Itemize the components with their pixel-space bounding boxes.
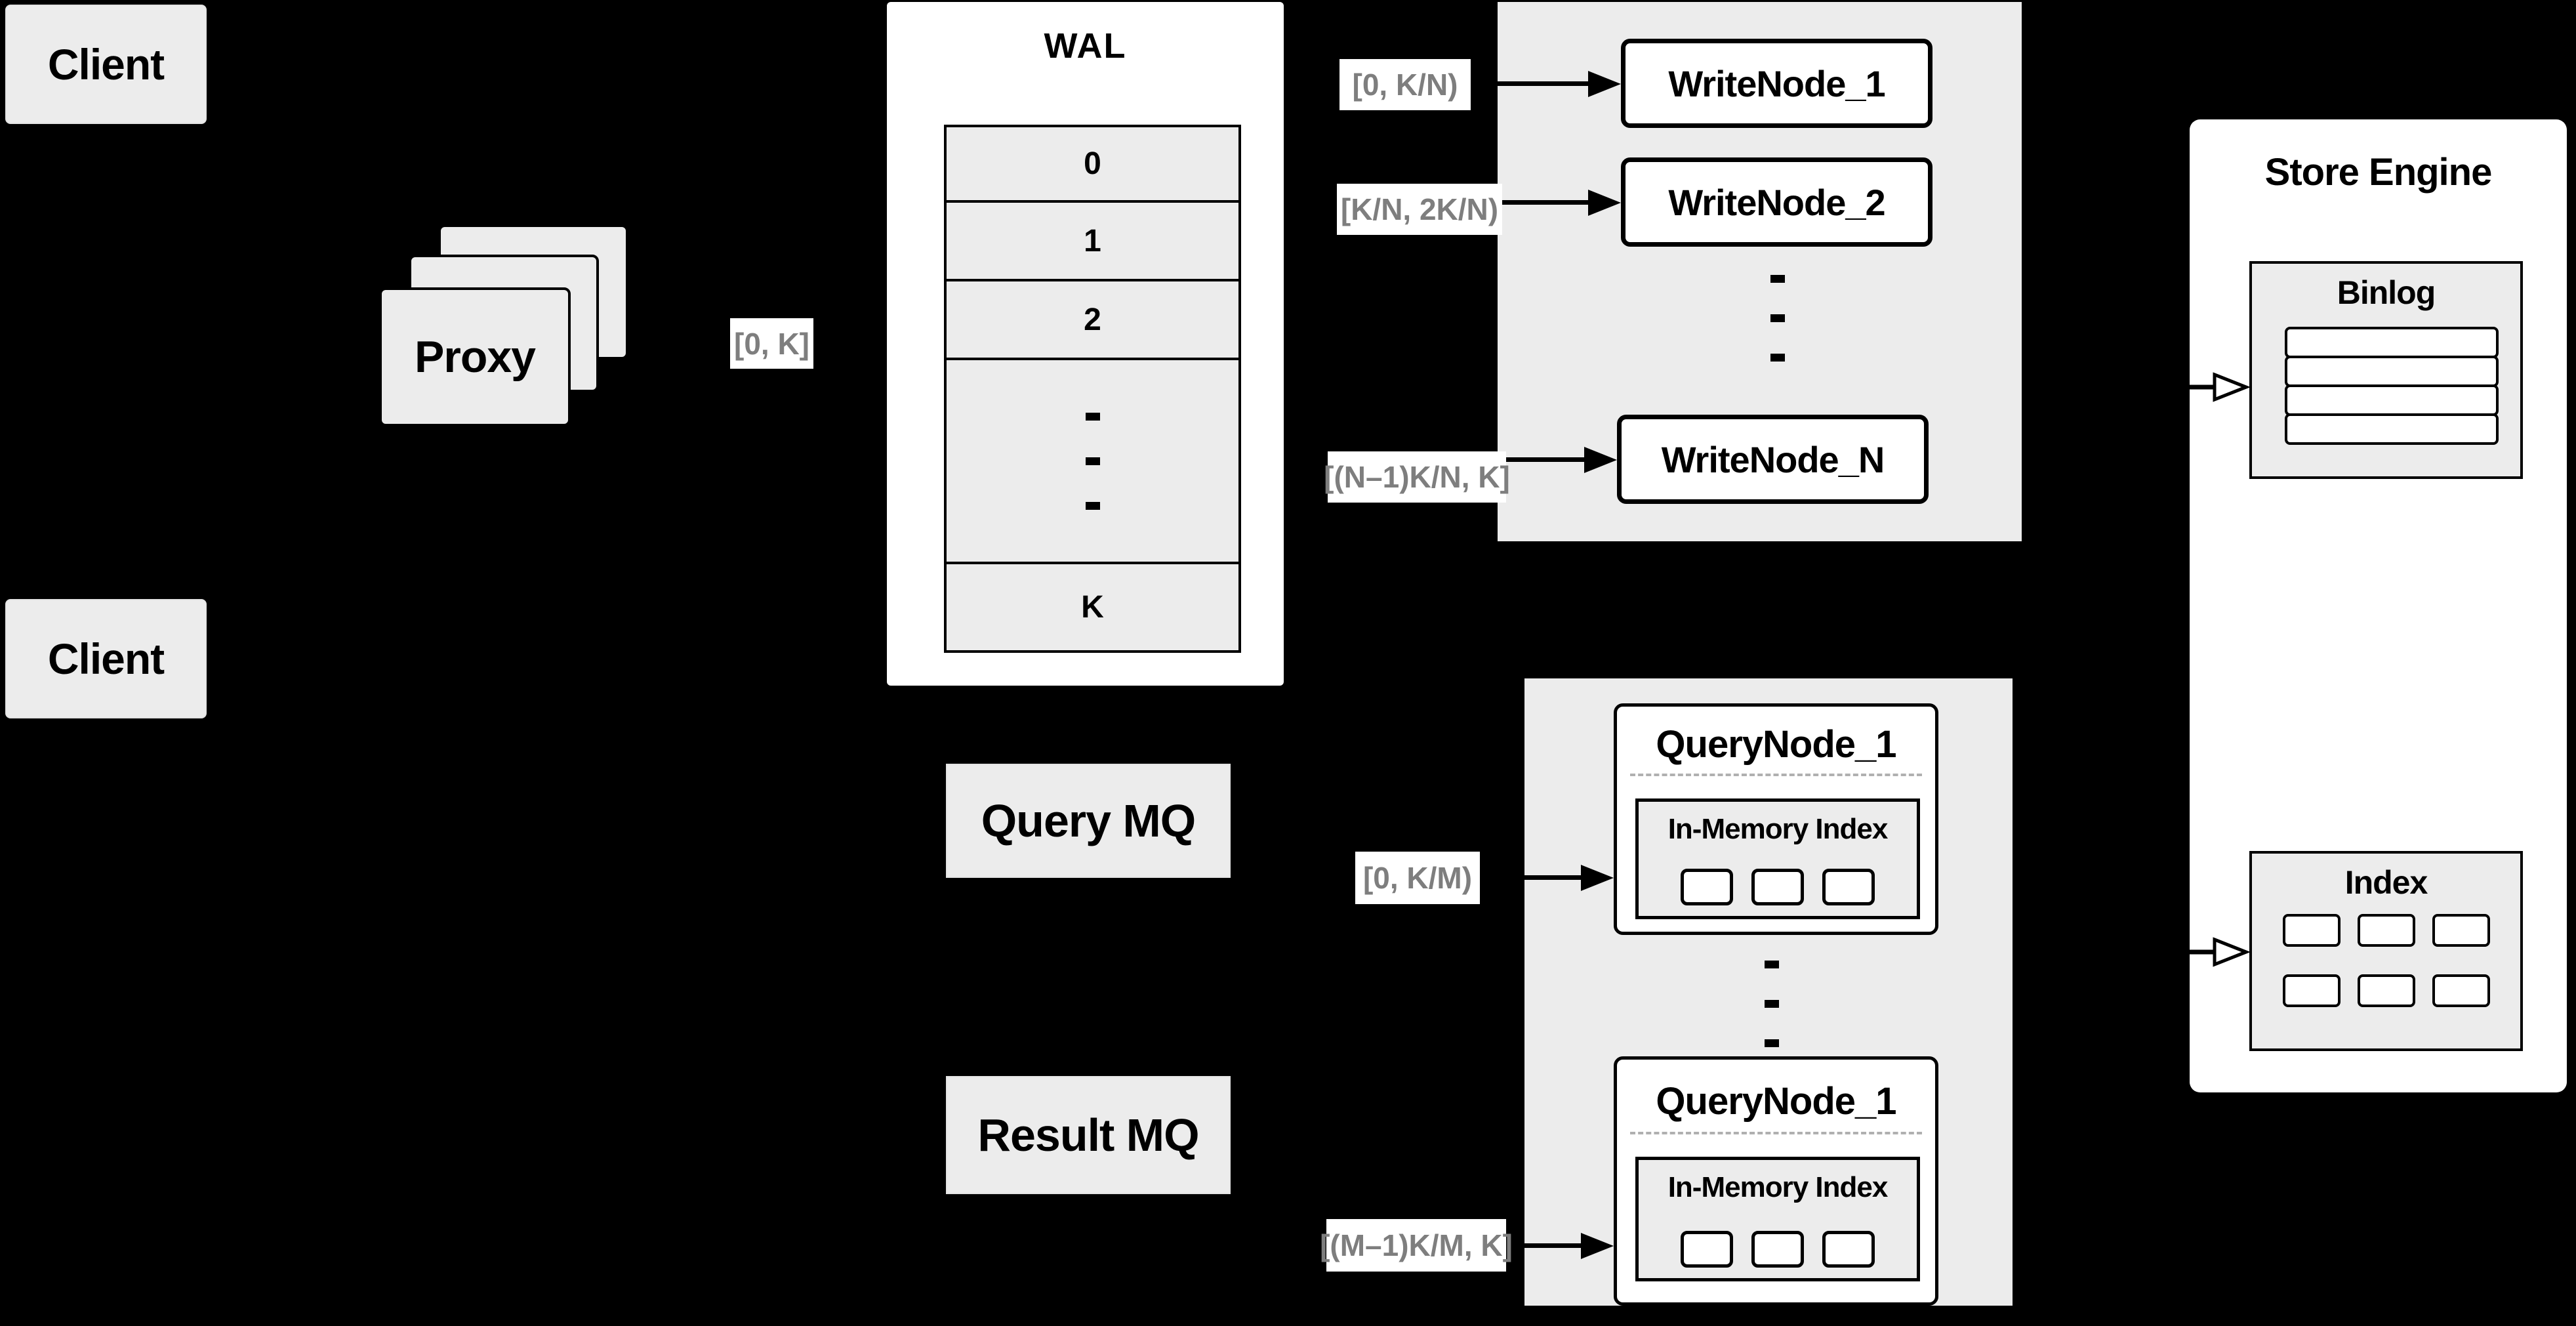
binlog-rows [2285, 327, 2499, 445]
index-cell [2357, 974, 2415, 1007]
dashed-divider [1630, 774, 1922, 776]
binlog-row [2285, 384, 2499, 416]
ellipsis-dot [1770, 275, 1785, 283]
in-memory-index-label: In-Memory Index [1667, 1171, 1889, 1203]
query-mq-label: Query MQ [981, 795, 1196, 846]
arrow-into-index [2188, 937, 2251, 967]
ellipsis-dot [1085, 412, 1100, 421]
ellipsis-dot [1770, 314, 1785, 322]
range-label-querynode-1: [0, K/M) [1355, 852, 1480, 904]
wal-segment-row: 1 [947, 203, 1238, 281]
dashed-divider [1630, 1132, 1922, 1134]
wal-segment-row: 0 [947, 127, 1238, 203]
range-label-writenode-2-text: [K/N, 2K/N) [1340, 192, 1499, 226]
ellipsis-dot [1085, 501, 1100, 510]
range-label-writenode-2: [K/N, 2K/N) [1337, 184, 1502, 235]
client-box-top: Client [5, 5, 207, 124]
query-node-m-title: QueryNode_1 [1656, 1079, 1896, 1123]
ellipsis-dot [1770, 354, 1785, 362]
in-memory-index-label: In-Memory Index [1667, 813, 1889, 845]
write-node-n-box: WriteNode_N [1617, 415, 1929, 504]
in-memory-index-box: In-Memory Index [1635, 798, 1920, 919]
ellipsis-dot [1765, 1039, 1779, 1047]
range-label-writenode-1-text: [0, K/N) [1352, 68, 1458, 102]
wal-title: WAL [1044, 26, 1127, 66]
segment-square [1822, 869, 1875, 905]
query-node-1-box: QueryNode_1 In-Memory Index [1614, 703, 1938, 935]
index-cells [2252, 914, 2520, 1007]
write-node-2-box: WriteNode_2 [1621, 157, 1932, 247]
binlog-row [2285, 327, 2499, 358]
wal-box: WAL 0 1 2 K [887, 2, 1284, 686]
index-box: Index [2249, 851, 2523, 1051]
arrow-querymq-to-querynode-1 [1480, 875, 1581, 880]
arrow-wal-to-writenode-2 [1502, 200, 1588, 205]
query-mq-box: Query MQ [946, 764, 1231, 878]
binlog-box: Binlog [2249, 261, 2523, 479]
in-memory-index-box: In-Memory Index [1635, 1157, 1920, 1281]
proxy-box: Proxy [379, 287, 571, 426]
range-label-querynode-m: [(M–1)K/M, K] [1320, 1219, 1513, 1272]
query-node-1-title: QueryNode_1 [1656, 722, 1896, 766]
result-mq-label: Result MQ [977, 1109, 1199, 1161]
range-label-querynode-m-text: [(M–1)K/M, K] [1320, 1228, 1513, 1262]
store-engine-title: Store Engine [2264, 150, 2493, 194]
range-label-proxy-to-wal-text: [0, K] [734, 326, 809, 361]
query-node-m-box: QueryNode_1 In-Memory Index [1614, 1056, 1938, 1306]
range-label-proxy-to-wal: [0, K] [730, 318, 813, 369]
arrow-wal-to-writenode-1 [1471, 81, 1588, 86]
wal-segment-row: 2 [947, 281, 1238, 360]
segment-square [1751, 869, 1804, 905]
result-mq-box: Result MQ [946, 1076, 1231, 1194]
arrow-into-binlog [2188, 372, 2251, 402]
arrow-wal-to-writenode-n [1506, 457, 1584, 462]
wal-segment-row: K [947, 564, 1238, 650]
binlog-title: Binlog [2337, 274, 2436, 311]
ellipsis-dot [1765, 961, 1779, 968]
store-engine-box: Store Engine Binlog Index [2190, 119, 2567, 1092]
segment-square [1681, 1231, 1733, 1268]
segment-square [1681, 869, 1733, 905]
segment-square [1822, 1231, 1875, 1268]
binlog-row [2285, 356, 2499, 387]
segment-square [1751, 1231, 1804, 1268]
index-cell [2432, 914, 2490, 947]
range-label-writenode-1: [0, K/N) [1339, 59, 1471, 110]
ellipsis-dot [1765, 1000, 1779, 1008]
wal-segment-table: 0 1 2 K [944, 125, 1241, 653]
write-node-1-box: WriteNode_1 [1621, 39, 1932, 128]
client-top-label: Client [47, 40, 165, 89]
index-cell [2282, 914, 2341, 947]
index-title: Index [2344, 864, 2428, 901]
arrow-querymq-to-querynode-m [1506, 1243, 1581, 1248]
ellipsis-dot [1085, 457, 1100, 465]
range-label-writenode-n-text: [(N–1)K/N, K] [1324, 460, 1510, 494]
index-segment-squares [1639, 869, 1917, 905]
client-bottom-label: Client [47, 634, 165, 683]
index-cell [2282, 974, 2341, 1007]
client-box-bottom: Client [5, 599, 207, 718]
range-label-querynode-1-text: [0, K/M) [1362, 861, 1473, 895]
index-cell [2432, 974, 2490, 1007]
index-cell [2357, 914, 2415, 947]
index-segment-squares [1639, 1231, 1917, 1268]
wal-ellipsis-row [947, 360, 1238, 564]
proxy-label: Proxy [415, 332, 536, 382]
range-label-writenode-n: [(N–1)K/N, K] [1324, 451, 1510, 503]
binlog-row [2285, 413, 2499, 445]
